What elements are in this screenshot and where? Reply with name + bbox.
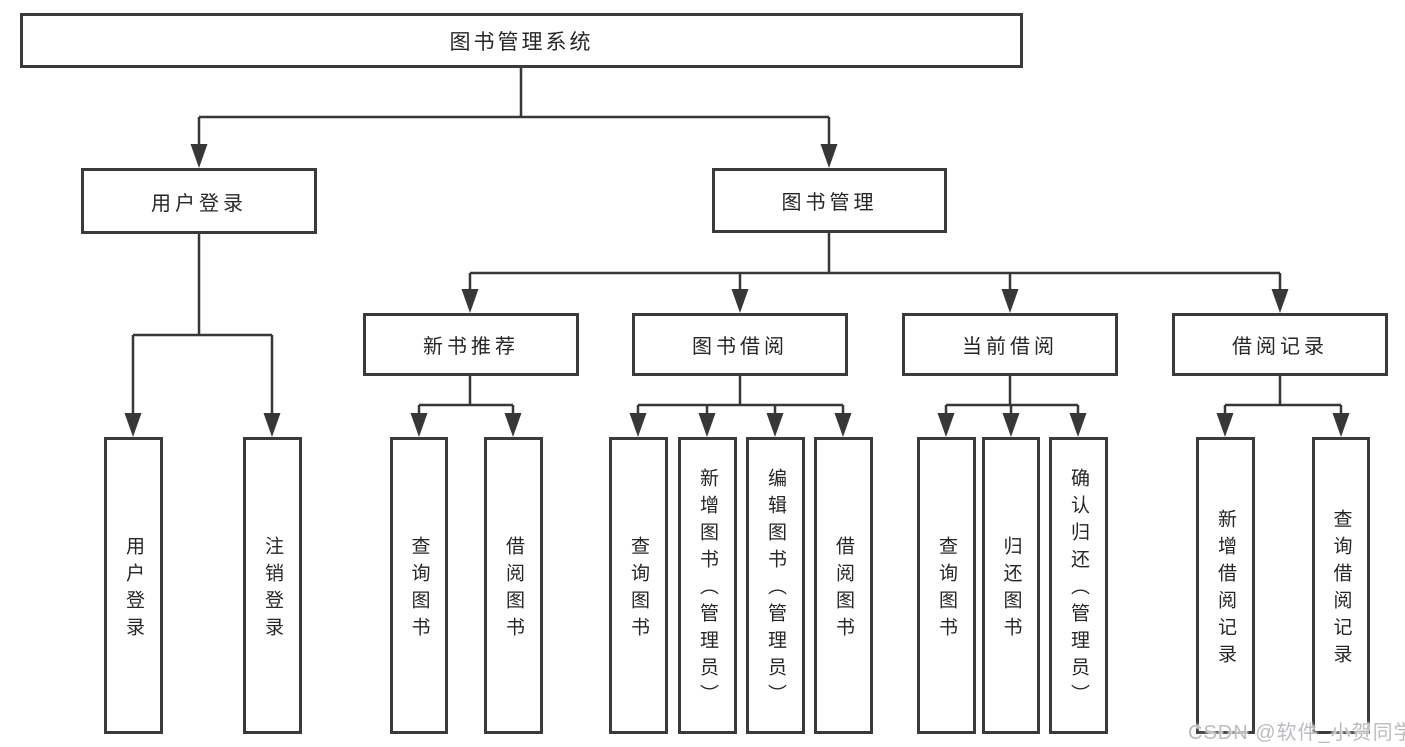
- leaf-add-book-admin: 新增图书（管理员）: [678, 437, 737, 734]
- leaf-user-login: 用户登录: [104, 437, 163, 734]
- leaf-query-books-borrow-label: 查询图书: [628, 535, 649, 644]
- leaf-borrow-books-recommend: 借阅图书: [484, 437, 543, 734]
- leaf-add-borrow-record: 新增借阅记录: [1196, 437, 1255, 734]
- leaf-add-borrow-record-label: 新增借阅记录: [1215, 508, 1236, 671]
- leaf-query-borrow-record-label: 查询借阅记录: [1330, 508, 1352, 671]
- node-new-book-recommend: 新书推荐: [363, 313, 579, 376]
- node-book-borrow: 图书借阅: [632, 313, 848, 376]
- arrowheads: [124, 144, 1350, 437]
- leaf-confirm-return-admin-label: 确认归还（管理员）: [1068, 468, 1089, 711]
- node-current-borrow: 当前借阅: [902, 313, 1118, 376]
- leaf-add-book-admin-label: 新增图书（管理员）: [697, 468, 718, 711]
- leaf-return-books: 归还图书: [982, 437, 1040, 734]
- leaf-return-books-label: 归还图书: [1000, 535, 1022, 644]
- leaf-borrow-books: 借阅图书: [814, 437, 873, 734]
- leaf-edit-book-admin-label: 编辑图书（管理员）: [765, 468, 786, 711]
- leaf-query-books-recommend-label: 查询图书: [408, 535, 430, 644]
- leaf-confirm-return-admin: 确认归还（管理员）: [1049, 437, 1108, 734]
- node-borrow-records: 借阅记录: [1172, 313, 1388, 376]
- leaf-query-books-current: 查询图书: [917, 437, 976, 734]
- leaf-user-login-label: 用户登录: [123, 535, 144, 644]
- leaf-borrow-books-label: 借阅图书: [833, 535, 854, 644]
- leaf-query-books-recommend: 查询图书: [390, 437, 448, 734]
- leaf-logout: 注销登录: [243, 437, 302, 734]
- node-book-management: 图书管理: [712, 168, 947, 233]
- leaf-edit-book-admin: 编辑图书（管理员）: [746, 437, 805, 734]
- csdn-watermark: CSDN @软件_小贺同学: [1188, 722, 1405, 744]
- leaf-borrow-books-recommend-label: 借阅图书: [503, 535, 524, 644]
- leaf-query-books-current-label: 查询图书: [936, 535, 957, 644]
- leaf-logout-label: 注销登录: [262, 535, 283, 644]
- node-user-login: 用户登录: [81, 168, 317, 234]
- leaf-query-books-borrow: 查询图书: [609, 437, 668, 734]
- node-root: 图书管理系统: [20, 13, 1023, 68]
- leaf-query-borrow-record: 查询借阅记录: [1312, 437, 1370, 734]
